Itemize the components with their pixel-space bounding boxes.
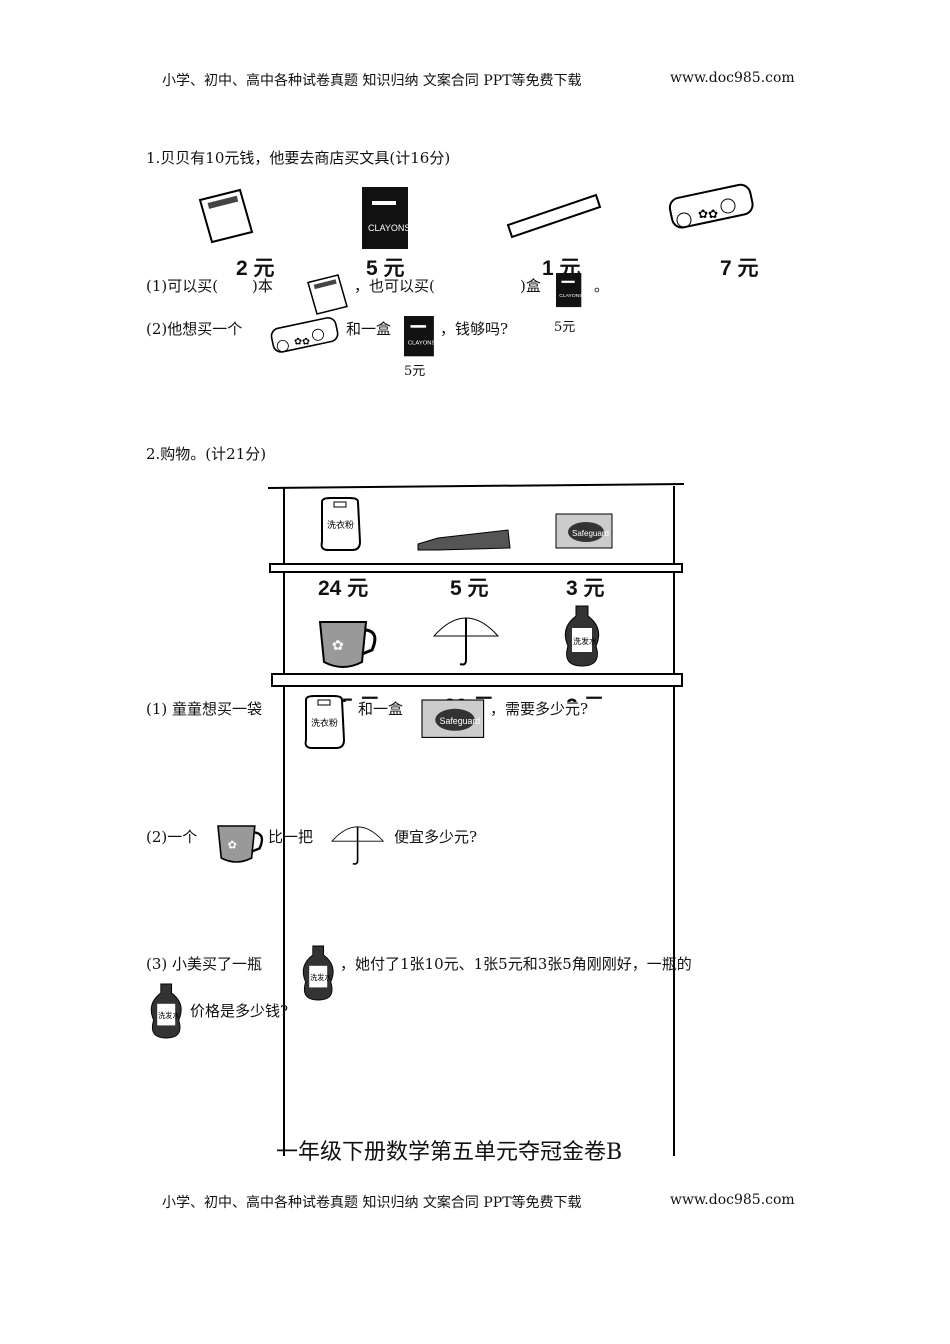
q1-sub1-b: )本 (252, 277, 273, 295)
price-toothpaste: 5 元 (450, 577, 489, 600)
footer-text: 小学、初中、高中各种试卷真题 知识归纳 文案合同 PPT等免费下载 (162, 1195, 582, 1211)
q1-title: 1.贝贝有10元钱，他要去商店买文具(计16分) (146, 149, 451, 167)
price-cup: 15 元 (330, 690, 380, 702)
price-crayon: 5 元 (366, 257, 405, 280)
q2-sub1-a: (1) 童童想买一袋 (146, 700, 263, 718)
q1-sub2-c: ，钱够吗? (440, 320, 509, 338)
q2-sub3-b: ，她付了1张10元、1张5元和3张5角刚刚好，一瓶的 (340, 955, 692, 973)
shelf (267, 483, 685, 1156)
q2-sub2-a: (2)一个 (146, 828, 198, 846)
q2-sub1-c: ，需要多少元? (490, 700, 589, 718)
q1-sub1-price: 5元 (554, 320, 576, 335)
footer-site: www.doc985.com (670, 1192, 795, 1208)
q2-sub1-b: 和一盒 (358, 700, 404, 718)
header-site: www.doc985.com (670, 70, 795, 86)
price-notebook: 2 元 (236, 257, 275, 280)
header-text: 小学、初中、高中各种试卷真题 知识归纳 文案合同 PPT等免费下载 (162, 73, 582, 89)
price-pencil-case: 7 元 (720, 257, 759, 280)
footer-title: 一年级下册数学第五单元夺冠金卷B (276, 1140, 623, 1165)
q1-sub2-price: 5元 (404, 364, 426, 379)
q1-sub1-e: 。 (594, 277, 610, 295)
q2-sub3-a: (3) 小美买了一瓶 (146, 955, 263, 973)
q1-sub1-c: ，也可以买( (354, 277, 435, 295)
q1-sub1-d: )盒 (520, 277, 541, 295)
q2-sub2-b: 比一把 (268, 828, 314, 846)
q2-title: 2.购物。(计21分) (146, 445, 267, 463)
price-umbrella: 20 元 (444, 690, 494, 702)
q1-sub2-a: (2)他想买一个 (146, 320, 243, 338)
q1-sub2-b: 和一盒 (346, 320, 392, 338)
q1-sub1-a: (1)可以买( (146, 277, 219, 295)
price-shampoo: 2 元 (566, 690, 605, 702)
toothpaste-icon (417, 529, 511, 551)
q2-sub2-c: 便宜多少元? (394, 828, 478, 846)
price-bag: 24 元 (318, 577, 369, 600)
q2-sub3-c: 价格是多少钱? (190, 1002, 289, 1020)
ruler-icon (506, 193, 602, 239)
price-soap: 3 元 (566, 577, 605, 600)
